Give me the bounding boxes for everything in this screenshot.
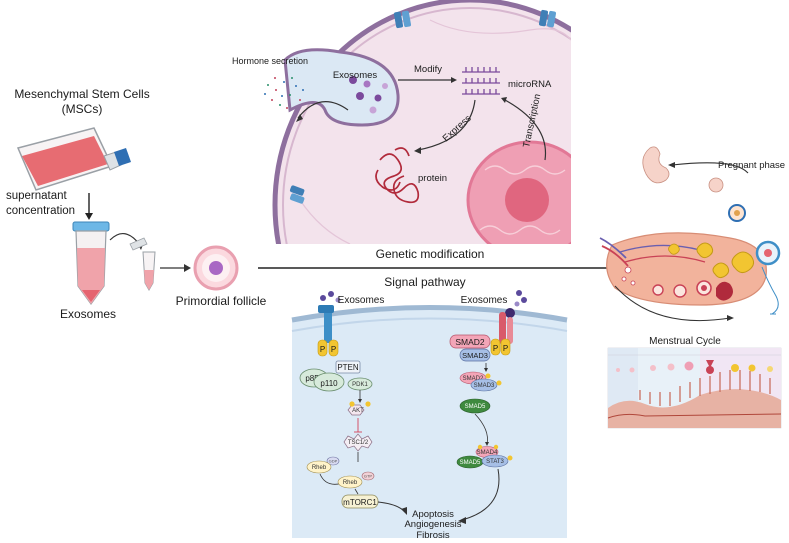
akt-node: AKT — [347, 401, 371, 416]
p-label-l2: P — [331, 345, 336, 354]
smad4-label: SMAD4 — [477, 450, 498, 456]
rheb-label-1: Rheb — [312, 465, 327, 471]
small-tube-icon — [129, 237, 156, 292]
blastocyst-icons — [708, 177, 746, 222]
outcome-apoptosis: Apoptosis — [412, 509, 454, 520]
hormone-secretion-label: Hormone secretion — [232, 56, 308, 66]
outcome-fibrosis: Fibrosis — [416, 530, 450, 541]
centrifuge-tube-icon — [72, 221, 110, 306]
membrane-channel-icon — [393, 10, 412, 29]
p85-label: p85 — [305, 374, 319, 383]
pregnant-phase-label: Pregnant phase — [718, 160, 785, 171]
exosomes-label-left: Exosomes — [60, 307, 116, 321]
modify-label: Modify — [414, 64, 442, 75]
microrna-icon — [462, 67, 500, 95]
signal-pathway-label: Signal pathway — [384, 275, 465, 289]
rheb-label-2: Rheb — [343, 480, 358, 486]
phospho-left: P P — [317, 339, 339, 357]
tsc-node: TSC1/2 — [343, 433, 373, 452]
genetic-modification-label: Genetic modification — [376, 247, 485, 261]
smad3-label: SMAD3 — [462, 351, 488, 360]
smad2-label: SMAD2 — [455, 337, 485, 347]
msc-title-line1: Mesenchymal Stem Cells — [14, 87, 149, 101]
akt-label: AKT — [352, 408, 364, 414]
follicle-icons — [621, 242, 755, 301]
pten-label: PTEN — [337, 363, 359, 372]
exosomes-label-pathway-right: Exosomes — [461, 295, 508, 306]
hormone-particles-icon — [264, 77, 304, 109]
gtp-label: GTP — [364, 474, 373, 479]
cell-diagram: Exosomes Modify microRNA Transcription E… — [232, 0, 571, 244]
gdp-label: GDP — [329, 459, 338, 464]
microrna-label: microRNA — [508, 79, 552, 90]
culture-flask-icon — [16, 127, 131, 191]
smad2b-label: SMAD2 — [463, 376, 484, 382]
protein-label: protein — [418, 173, 447, 184]
primordial-follicle-icon — [193, 245, 239, 291]
stat3-label: STAT3 — [486, 459, 504, 465]
signal-pathway-panel: Exosomes P P PTEN p85 p110 PDK1 AKT — [291, 290, 568, 541]
mtorc1-label: mTORC1 — [343, 498, 377, 507]
primordial-follicle-label: Primordial follicle — [176, 294, 267, 308]
embryo-icon — [642, 146, 670, 184]
exosomes-label-cell: Exosomes — [333, 70, 378, 81]
smad5-label: SMAD5 — [465, 404, 486, 410]
supernatant-line1: supernatant — [6, 190, 68, 202]
supernatant-line2: concentration — [6, 205, 75, 217]
receptor-left-icon — [318, 291, 341, 343]
receptor-right-icon — [499, 290, 527, 344]
p-label-r1: P — [493, 344, 498, 353]
menstrual-cycle-label: Menstrual Cycle — [649, 336, 721, 347]
menstrual-cycle-chart — [607, 347, 782, 429]
p-label-l1: P — [320, 345, 325, 354]
exosome-particles — [349, 76, 388, 114]
msc-title-line2: (MSCs) — [62, 102, 103, 116]
outcome-angiogenesis: Angiogenesis — [404, 519, 461, 530]
smad5b-label: SMAD5 — [460, 460, 481, 466]
exosomes-label-pathway-left: Exosomes — [338, 295, 385, 306]
p-label-r2: P — [503, 344, 508, 353]
msc-section: Mesenchymal Stem Cells (MSCs) supernatan… — [6, 87, 267, 321]
ovary-section: Pregnant phase — [599, 146, 785, 429]
pdk1-label: PDK1 — [352, 382, 368, 388]
membrane-channel-icon — [289, 185, 305, 204]
tsc-label: TSC1/2 — [348, 440, 369, 446]
membrane-channel-icon — [538, 9, 557, 28]
smad3b-label: SMAD3 — [474, 383, 495, 389]
p110-label: p110 — [320, 379, 338, 388]
protein-icon — [375, 147, 420, 204]
